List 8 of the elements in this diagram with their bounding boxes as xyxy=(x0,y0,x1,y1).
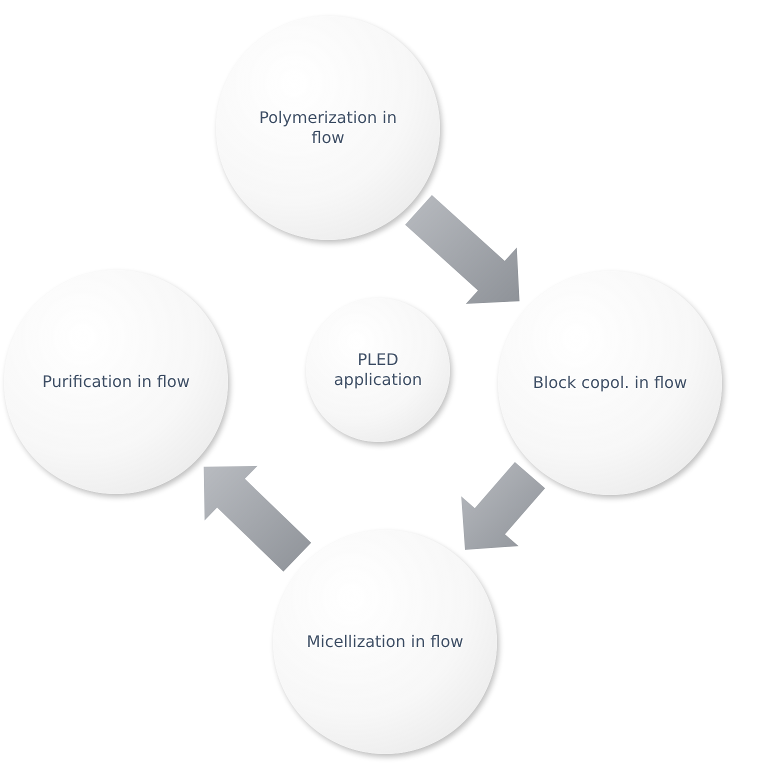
step-label: PLED application xyxy=(332,350,424,390)
step-label: Micellization in flow xyxy=(306,632,464,652)
step-label: Polymerization in flow xyxy=(258,108,398,148)
block-arrow xyxy=(204,466,312,572)
step-label: Block copol. in flow xyxy=(532,373,688,393)
block-arrow xyxy=(405,195,520,304)
step-label: Purification in flow xyxy=(42,372,190,392)
block-arrow xyxy=(461,462,546,550)
